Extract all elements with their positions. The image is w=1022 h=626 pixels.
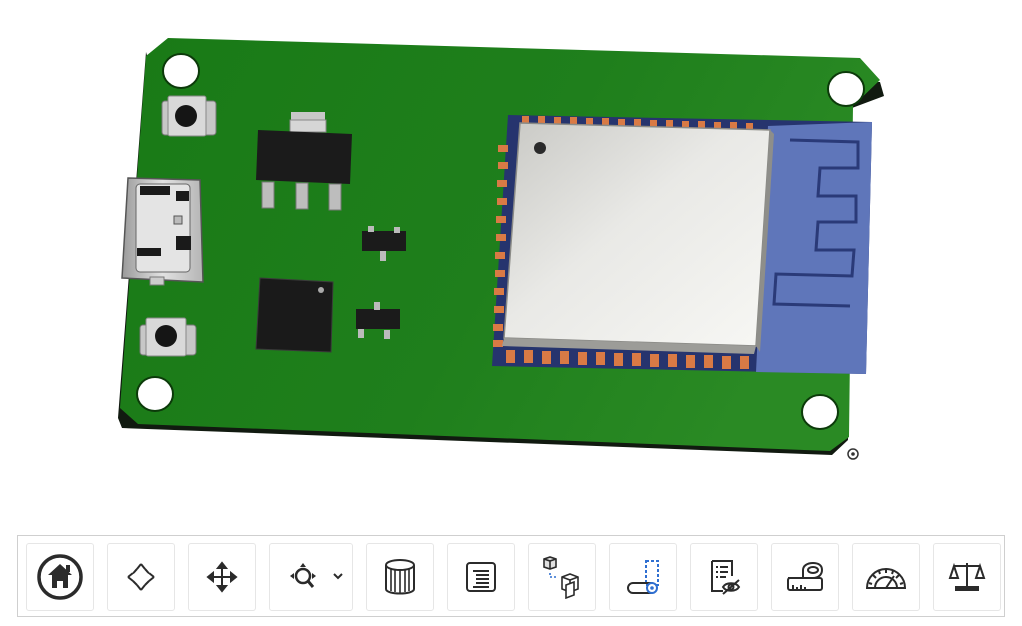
origin-icon: [847, 448, 859, 460]
mounting-hole-icon: [801, 394, 839, 430]
transistor-sot23: [362, 226, 406, 261]
orbit-icon: [127, 563, 155, 591]
properties-button[interactable]: [690, 543, 758, 611]
list-icon: [466, 562, 496, 592]
tape-measure-icon: [787, 561, 824, 591]
rf-shield: [503, 122, 771, 347]
chevron-down-icon[interactable]: [332, 570, 344, 582]
properties-icon: [711, 560, 741, 595]
tactile-switch-bottom: [139, 317, 197, 357]
3d-viewport[interactable]: [0, 0, 1022, 520]
zoom-button[interactable]: [269, 543, 353, 611]
qfn-chip: [255, 277, 334, 353]
voltage-regulator: [256, 112, 352, 211]
mounting-hole-icon: [162, 53, 200, 89]
viewer-toolbar: [17, 535, 1005, 617]
orbit-button[interactable]: [107, 543, 175, 611]
explode-button[interactable]: [528, 543, 596, 611]
pin1-dot-icon: [534, 142, 546, 154]
mass-properties-button[interactable]: [933, 543, 1001, 611]
zoom-icon: [290, 563, 316, 588]
antenna-trace: [772, 138, 860, 308]
mounting-hole-icon: [827, 71, 865, 107]
model-tree-button[interactable]: [447, 543, 515, 611]
section-button[interactable]: [609, 543, 677, 611]
tactile-switch-top: [161, 95, 217, 137]
protractor-icon: [865, 568, 907, 589]
balance-scale-icon: [948, 562, 986, 591]
angle-button[interactable]: [852, 543, 920, 611]
home-button[interactable]: [26, 543, 94, 611]
usb-connector: [121, 177, 204, 286]
measure-button[interactable]: [771, 543, 839, 611]
wifi-module: [492, 115, 872, 374]
home-icon: [37, 554, 83, 600]
section-plane-icon: [627, 560, 659, 594]
mounting-hole-icon: [136, 376, 174, 412]
pan-button[interactable]: [188, 543, 256, 611]
display-style-button[interactable]: [366, 543, 434, 611]
pan-icon: [206, 561, 238, 593]
pcb-board[interactable]: [118, 38, 884, 455]
explode-icon: [543, 556, 579, 599]
cylinder-shading-icon: [385, 559, 415, 595]
transistor-sot23: [356, 302, 400, 339]
